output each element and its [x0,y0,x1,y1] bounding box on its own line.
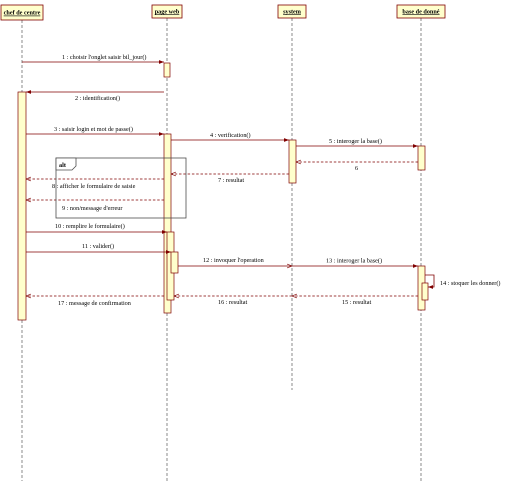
activation-page-web-1 [163,62,171,78]
message-15: 15 : resultat [292,296,418,306]
message-4-label: 4 : verification() [210,132,251,139]
alt-fragment-frame [55,157,187,219]
message-16: 16 : resultat [174,296,292,306]
message-8-label: 8 : afficher le formulaire de saisie [52,183,136,190]
message-14-self-arrow [425,274,435,289]
message-12-label: 12 : invoquer l'operation [203,257,264,264]
message-14-label: 14 : stoquer les donner() [440,280,501,287]
message-6-label: 6 [355,165,358,172]
message-14: 14 : stoquer les donner() [425,274,501,289]
message-4: 4 : verification() [171,132,289,142]
activation-bars [17,62,429,321]
message-1: 1 : choisir l'onglet saisir bil_jour() [22,54,164,64]
participant-box [277,4,307,19]
message-11: 11 : valider() [26,243,171,254]
message-3: 3 : saisir login et mot de passe() [26,126,164,136]
message-7-label: 7 : resultat [218,177,244,184]
participant-chef-de-centre: chef de centre [0,4,44,21]
participants: chef de centre page web system base de d… [0,4,446,21]
participant-page-web: page web [151,4,183,19]
message-11-label: 11 : valider() [82,243,114,250]
message-12: 12 : invoquer l'operation [178,257,292,266]
message-2: 2 : identification() [26,90,164,102]
participant-label: chef de centre [4,10,41,17]
message-7: 7 : resultat [171,174,289,184]
activation-system [288,139,297,184]
activation-chef-de-centre [17,91,27,321]
alt-fragment-operator-label: alt [59,162,67,169]
message-9: 9 : non/message d'erreur [26,200,164,212]
activation-base-de-donne-3 [421,282,429,301]
participant-label: system [283,8,302,15]
message-13: 13 : interoger la base() [292,258,418,268]
activation-base-de-donne-1 [417,145,426,171]
message-9-label: 9 : non/message d'erreur [62,205,122,212]
participant-label: page web [155,8,180,15]
message-3-label: 3 : saisir login et mot de passe() [54,126,133,133]
message-2-label: 2 : identification() [75,95,120,102]
message-16-label: 16 : resultat [218,299,247,306]
message-10: 10 : remplire le formulaire() [26,223,167,234]
alt-fragment: alt [55,157,187,219]
message-17-label: 17 : message de confirmation [58,300,131,307]
message-1-label: 1 : choisir l'onglet saisir bil_jour() [62,54,146,61]
alt-fragment-operator-tab [55,157,77,171]
lifelines [21,18,422,483]
participant-system: system [277,4,307,19]
message-10-label: 10 : remplire le formulaire() [55,223,125,230]
message-8: 8 : afficher le formulaire de saisie [26,179,164,190]
message-6: 6 [296,162,418,172]
participant-label: base de donné [402,8,439,15]
message-5: 5 : interoger la base() [296,138,418,148]
activation-page-web-2 [163,133,172,314]
message-17: 17 : message de confirmation [26,296,164,307]
message-5-label: 5 : interoger la base() [329,138,382,145]
participant-box [0,4,44,21]
messages: 1 : choisir l'onglet saisir bil_jour() 2… [22,54,501,307]
message-15-label: 15 : resultat [342,299,371,306]
activation-page-web-4 [170,251,179,274]
participant-box [396,4,446,19]
participant-box [151,4,183,19]
message-13-label: 13 : interoger la base() [326,258,382,265]
participant-base-de-donne: base de donné [396,4,446,19]
